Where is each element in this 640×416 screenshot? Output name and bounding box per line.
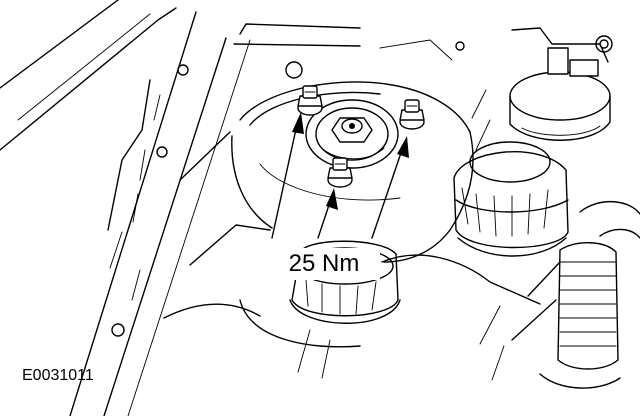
- figure-reference-code: E0031011: [22, 367, 94, 384]
- damper-cap: [453, 141, 569, 257]
- mount-bolt-right: [399, 99, 425, 130]
- centre-nut-icon: [331, 117, 373, 143]
- inner-wing-panel: [0, 0, 251, 416]
- torque-callout-label: 25 Nm: [268, 248, 380, 280]
- mount-bolt-front: [327, 157, 353, 188]
- spring-assembly: [479, 200, 640, 389]
- leader-arrow-icon: [271, 112, 409, 239]
- mount-bolt-rear: [297, 85, 323, 116]
- strut-tower: [179, 23, 474, 266]
- hex-flange-bolt-icon: [297, 85, 425, 188]
- top-mount-plate: [305, 99, 399, 169]
- cylinder-top-right: [455, 27, 613, 151]
